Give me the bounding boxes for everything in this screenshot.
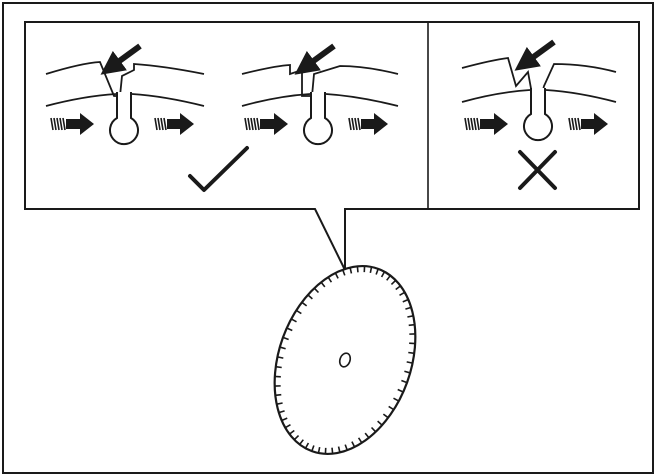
blade-segment-slot bbox=[331, 447, 334, 454]
blade-segment-slot bbox=[288, 429, 295, 435]
blade-segment-slot bbox=[275, 393, 282, 397]
blade-segment-slot bbox=[276, 402, 283, 406]
blade-segment-slot bbox=[324, 447, 327, 454]
blade-segment-slot bbox=[364, 432, 370, 439]
blade-segment-slot bbox=[356, 266, 359, 273]
blade-segment-slot bbox=[399, 291, 406, 297]
blade-segment-slot bbox=[407, 314, 414, 318]
blade-segment-slot bbox=[357, 437, 363, 444]
blade-segment-slot bbox=[327, 276, 333, 283]
gullet-keyhole bbox=[523, 88, 553, 142]
blade-segment-slot bbox=[293, 434, 300, 441]
blade-segment-slot bbox=[375, 268, 379, 275]
blade-segment-slot bbox=[405, 306, 412, 310]
blade-segment-slot bbox=[284, 423, 291, 429]
check-mark-icon bbox=[188, 146, 249, 192]
blade-segment-slot bbox=[380, 271, 386, 278]
blade-segment-slot bbox=[388, 405, 395, 411]
gullet-keyhole bbox=[303, 92, 333, 146]
blade-segment-slot bbox=[408, 323, 415, 327]
blade-segment-slots bbox=[274, 266, 416, 454]
blade-segment-slot bbox=[382, 413, 389, 419]
blade-segment-slot bbox=[337, 446, 341, 453]
blade-segment-slot bbox=[281, 417, 288, 422]
blade-segment-slot bbox=[278, 410, 285, 414]
blade-segment-slot bbox=[290, 318, 297, 323]
gullet-keyhole bbox=[109, 92, 139, 146]
blade-segment-slot bbox=[351, 441, 356, 448]
blade-segment-slot bbox=[286, 327, 293, 332]
blade-segment-slot bbox=[386, 275, 391, 281]
blade-segment-slot bbox=[395, 285, 402, 291]
blade-segment-slot bbox=[370, 426, 377, 433]
blade-segment-slot bbox=[349, 267, 353, 274]
blade-edge-inner-arc bbox=[461, 89, 617, 103]
blade-segment-slot bbox=[390, 279, 397, 286]
blade-segment-slot bbox=[393, 397, 400, 402]
blade-segment-slot bbox=[279, 346, 286, 350]
blade-segment-slot bbox=[363, 266, 366, 273]
blade-segment-slot bbox=[409, 333, 416, 335]
blade-segment-slot bbox=[274, 385, 281, 387]
flow-arrow-right-icon bbox=[348, 113, 388, 135]
blade-segment-slot bbox=[404, 370, 411, 374]
blade-segment-slot bbox=[277, 356, 284, 359]
force-arrow-icon bbox=[294, 43, 336, 75]
callout-box bbox=[24, 21, 640, 271]
blade-segment-slot bbox=[401, 379, 408, 384]
blade-segment-slot bbox=[313, 287, 320, 294]
blade-edge-outer-arc bbox=[45, 61, 205, 97]
blade-segment-slot bbox=[295, 309, 302, 315]
force-arrow-icon bbox=[100, 43, 142, 75]
diamond-saw-blade-icon bbox=[273, 264, 417, 456]
blade-segment-slot bbox=[334, 272, 339, 279]
blade-edge-inner-arc bbox=[241, 93, 399, 107]
blade-segment-slot bbox=[282, 336, 289, 341]
blade-segment-slot bbox=[402, 298, 409, 303]
blade-segment-slot bbox=[307, 294, 313, 300]
blade-segment-slot bbox=[304, 442, 310, 449]
blade-segment-slot bbox=[406, 361, 413, 364]
blade-segment-slot bbox=[341, 269, 346, 276]
flow-arrow-right-icon bbox=[568, 113, 608, 135]
blade-segment-slot bbox=[274, 375, 281, 378]
blade-segment-slot bbox=[317, 446, 321, 454]
blade-segment-slot bbox=[408, 351, 415, 355]
blade-segment-slot bbox=[301, 301, 308, 307]
flow-arrow-left-icon bbox=[464, 113, 508, 135]
blade-segment-slot bbox=[369, 266, 373, 274]
segment-detail-correct-2 bbox=[241, 43, 399, 146]
blade-edge-inner-arc bbox=[45, 93, 205, 107]
flow-arrow-left-icon bbox=[244, 113, 288, 135]
blade-segment-slot bbox=[397, 388, 404, 393]
flow-arrow-left-icon bbox=[50, 113, 94, 135]
blade-segment-slot bbox=[320, 281, 326, 288]
cross-mark-icon bbox=[518, 150, 557, 190]
blade-edge-outer-arc bbox=[241, 64, 399, 97]
blade-segment-slot bbox=[299, 439, 304, 445]
segment-detail-incorrect bbox=[461, 39, 617, 142]
segment-detail-correct-1 bbox=[45, 43, 205, 146]
blade-segment-slot bbox=[409, 342, 416, 345]
blade-segment-slot bbox=[275, 365, 282, 369]
blade-segment-slot bbox=[311, 445, 315, 452]
flow-arrow-right-icon bbox=[154, 113, 194, 135]
arbor-hole bbox=[338, 352, 352, 368]
force-arrow-icon bbox=[514, 39, 556, 71]
blade-segment-slot bbox=[377, 420, 383, 426]
blade-segment-slot bbox=[344, 444, 349, 451]
